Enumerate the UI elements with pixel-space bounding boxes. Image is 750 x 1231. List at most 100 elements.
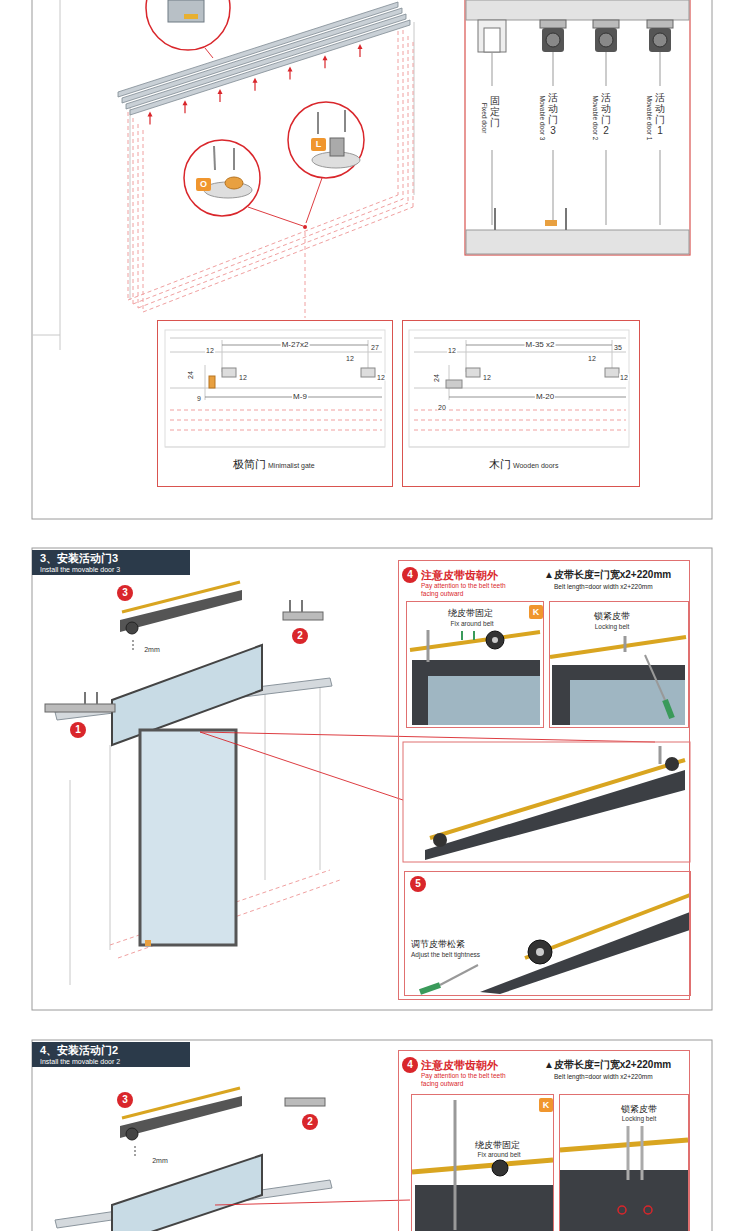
carriage — [542, 28, 564, 52]
door-line — [606, 150, 607, 225]
step-header-text: 4、安装活动门2 — [40, 1045, 118, 1056]
callout-number-text: 3 — [117, 585, 133, 601]
pulley — [665, 757, 679, 771]
dimension-panel-text: Minimalist gate — [268, 462, 315, 469]
dimension-label: 24 — [433, 373, 440, 383]
leader-line — [200, 732, 403, 800]
floor-screw — [494, 208, 496, 230]
door-panel — [140, 730, 236, 945]
door-outline — [143, 207, 413, 312]
door-glass — [112, 1155, 262, 1231]
guide-plate — [605, 368, 619, 377]
pulley-hub — [492, 637, 498, 643]
mount-arrow — [289, 71, 290, 80]
fixed-profile — [478, 20, 506, 52]
dimension-label: 20 — [437, 404, 447, 411]
dimension-label: 27 — [370, 344, 380, 351]
detail-panel-text: Fix around belt — [478, 1152, 521, 1159]
belt — [122, 1088, 240, 1118]
lock-ring — [644, 1206, 652, 1214]
mount-arrow — [324, 59, 325, 68]
door-outline — [138, 124, 139, 308]
wall-edge — [130, 105, 131, 300]
arrow-head — [218, 89, 223, 94]
extension-line — [205, 365, 206, 400]
door-line — [660, 150, 661, 225]
instruction-panel-text: Pay attention to the belt teeth facing o… — [421, 582, 521, 598]
part-badge-text: L — [311, 138, 326, 151]
anchor-dot — [303, 225, 307, 229]
part-badge: K — [539, 1098, 553, 1112]
door-label: Fixed door — [481, 103, 488, 134]
detail-circle — [146, 0, 230, 50]
pin — [659, 746, 662, 764]
door-label: 固定门 — [490, 95, 500, 128]
ceiling — [466, 0, 689, 20]
screw — [427, 630, 430, 662]
screw — [344, 110, 346, 132]
dimension-label: 24 — [187, 370, 194, 380]
pulley — [126, 1128, 138, 1140]
door-label: Movable door 3 — [539, 96, 546, 141]
dimension-label: 2mm — [143, 646, 161, 653]
detail-panel: 绕皮带固定 Fix around belt K — [406, 601, 544, 728]
door-glass — [428, 676, 540, 725]
callout-number: 1 — [70, 722, 86, 738]
mount-arrow — [219, 93, 220, 102]
guide-block — [446, 380, 462, 388]
detail-panel-text: 绕皮带固定 — [448, 609, 493, 618]
dimension-label: M-20 — [535, 393, 555, 401]
step-header: 4、安装活动门2Install the movable door 2 — [32, 1042, 190, 1067]
stopper — [283, 612, 323, 620]
belt — [430, 760, 685, 838]
door-line — [492, 150, 493, 225]
leader-line — [200, 732, 655, 742]
dimension-label: 12 — [345, 355, 355, 362]
floor-guide — [545, 220, 557, 226]
leader-line — [215, 1200, 410, 1205]
screwdriver-shaft — [645, 655, 665, 700]
detail-panel-text: Locking belt — [622, 1116, 657, 1123]
detail-panel-text: Locking belt — [595, 624, 630, 631]
door-outline — [403, 30, 404, 199]
callout-number-text: 1 — [70, 722, 86, 738]
guide-block — [209, 376, 215, 388]
callout-number-text: 3 — [117, 1092, 133, 1108]
part-badge-text: K — [529, 605, 543, 619]
detail-panel: 锁紧皮带Locking belt — [549, 601, 689, 728]
detail-frame — [403, 742, 690, 862]
door-frame — [552, 665, 685, 725]
dimension-label: M-35 x2 — [525, 341, 556, 349]
callout-number: 2 — [292, 628, 308, 644]
mount-arrow — [359, 48, 360, 57]
detail-panel-text: 调节皮带松紧 — [411, 940, 465, 949]
callout-number-text: 2 — [302, 1114, 318, 1130]
door-line — [170, 420, 382, 421]
pulley — [126, 622, 138, 634]
fixed-profile-slot — [484, 28, 500, 52]
detail-panel-text: 锁紧皮带 — [621, 1105, 657, 1114]
carriage — [649, 28, 671, 52]
screwdriver-handle — [420, 985, 440, 992]
door-outline — [398, 24, 399, 195]
screw — [454, 1100, 457, 1230]
callout-number: 5 — [410, 876, 426, 892]
door-line — [414, 430, 626, 431]
door-line — [553, 150, 554, 225]
arrow-head — [288, 67, 293, 72]
door-line — [414, 420, 626, 421]
callout-number: 2 — [302, 1114, 318, 1130]
door-label: 活动门1 — [655, 92, 665, 136]
dimension-label: 12 — [205, 347, 215, 354]
door-outline — [128, 195, 398, 300]
screw — [317, 112, 319, 134]
wall-edge — [60, 0, 61, 350]
mount-arrow — [184, 104, 185, 113]
detail-panel: 锁紧皮带 Locking belt — [559, 1094, 689, 1231]
door-outline — [133, 118, 134, 304]
arrow-head — [183, 100, 188, 105]
detail-panel-text: Fix around belt — [451, 621, 494, 628]
belt — [560, 1140, 688, 1150]
caption-divider — [409, 447, 629, 448]
